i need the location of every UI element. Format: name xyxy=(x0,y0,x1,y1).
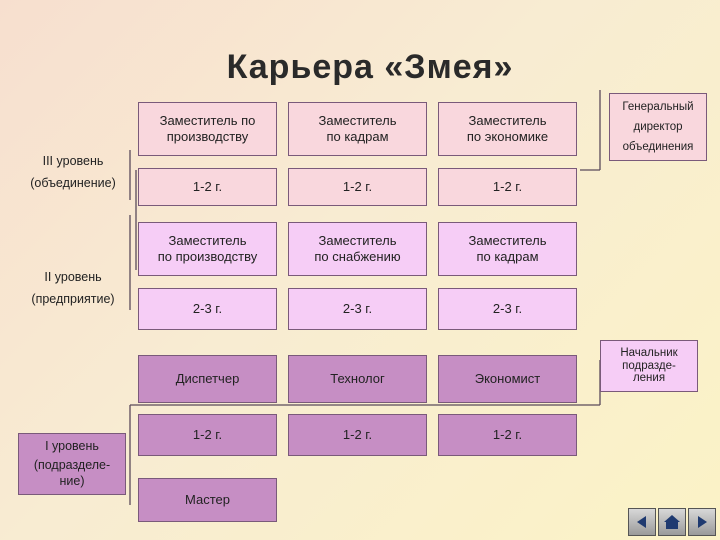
home-icon xyxy=(664,515,680,529)
level3-position-1: Заместитель по производству xyxy=(138,102,277,156)
level1-duration-2: 1-2 г. xyxy=(288,414,427,456)
level2-duration-2: 2-3 г. xyxy=(288,288,427,330)
general-director-box: Генеральный директор объединения xyxy=(609,93,707,161)
level3-label-line2: (объединение) xyxy=(30,176,116,190)
level1-position-1: Диспетчер xyxy=(138,355,277,403)
level1-label-line2: (подразделе- ние) xyxy=(33,458,111,488)
level3-position-3: Заместитель по экономике xyxy=(438,102,577,156)
level3-duration-2: 1-2 г. xyxy=(288,168,427,206)
level2-label-line1: II уровень xyxy=(44,270,102,284)
level1-label-line1: I уровень xyxy=(45,438,99,453)
level2-position-1: Заместитель по производству xyxy=(138,222,277,276)
level3-label-line1: III уровень xyxy=(42,154,104,168)
level1-duration-3: 1-2 г. xyxy=(438,414,577,456)
department-head-box: Начальник подразде- ления xyxy=(600,340,698,392)
start-position-box: Мастер xyxy=(138,478,277,522)
level2-label: II уровень (предприятие) xyxy=(18,270,128,306)
page-title: Карьера «Змея» xyxy=(226,48,514,86)
next-arrow-button[interactable] xyxy=(688,508,716,536)
level1-duration-1: 1-2 г. xyxy=(138,414,277,456)
level1-label-box: I уровень (подразделе- ние) xyxy=(18,433,126,495)
level3-duration-3: 1-2 г. xyxy=(438,168,577,206)
level3-duration-1: 1-2 г. xyxy=(138,168,277,206)
home-button[interactable] xyxy=(658,508,686,536)
level1-position-2: Технолог xyxy=(288,355,427,403)
level2-duration-1: 2-3 г. xyxy=(138,288,277,330)
level2-position-3: Заместитель по кадрам xyxy=(438,222,577,276)
prev-arrow-icon xyxy=(637,516,646,528)
level2-label-line2: (предприятие) xyxy=(31,292,115,306)
level2-duration-3: 2-3 г. xyxy=(438,288,577,330)
level1-position-3: Экономист xyxy=(438,355,577,403)
level3-label: III уровень (объединение) xyxy=(18,154,128,190)
prev-arrow-button[interactable] xyxy=(628,508,656,536)
level3-position-2: Заместитель по кадрам xyxy=(288,102,427,156)
next-arrow-icon xyxy=(698,516,707,528)
level2-position-2: Заместитель по снабжению xyxy=(288,222,427,276)
